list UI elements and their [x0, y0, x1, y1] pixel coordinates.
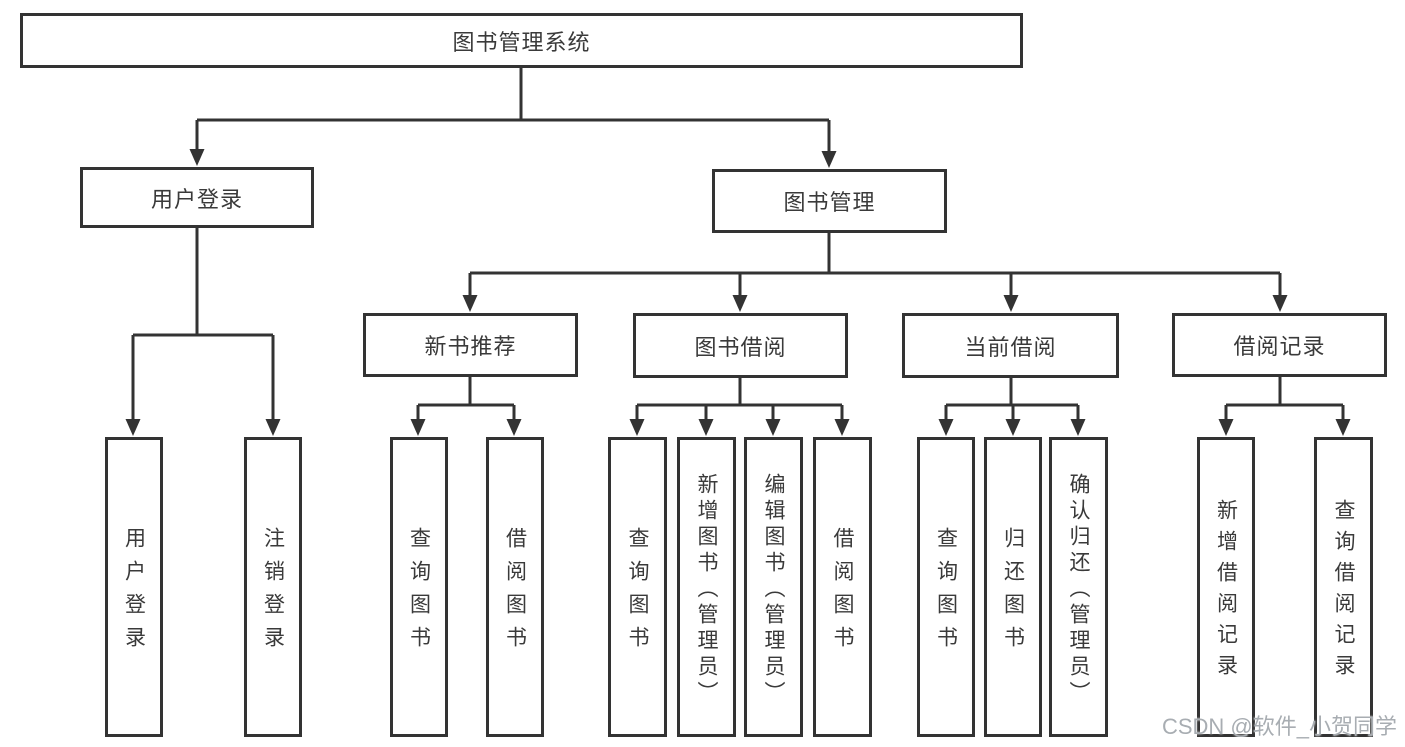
watermark-text: CSDN @软件_小贺同学 — [1161, 714, 1397, 739]
leaf-borrow-books-borrow-label: 借阅图书 — [831, 527, 854, 659]
node-root: 图书管理系统 — [20, 13, 1023, 68]
leaf-query-books-borrow-label: 查询图书 — [626, 527, 649, 659]
leaf-logout: 注销登录 — [244, 437, 302, 737]
node-borrow-records-label: 借阅记录 — [1233, 334, 1326, 359]
leaf-borrow-books-borrow: 借阅图书 — [813, 437, 872, 737]
leaf-user-login-label: 用户登录 — [122, 527, 146, 659]
leaf-logout-label: 注销登录 — [261, 527, 285, 659]
leaf-add-book-admin: 新增图书（管理员） — [677, 437, 736, 737]
leaf-return-book-label: 归还图书 — [1001, 527, 1025, 659]
node-book-management: 图书管理 — [712, 169, 947, 233]
leaf-query-books-recommend-label: 查询图书 — [407, 527, 431, 659]
leaf-edit-book-admin-label: 编辑图书（管理员） — [762, 472, 785, 707]
leaf-edit-book-admin: 编辑图书（管理员） — [744, 437, 803, 737]
node-current-borrow: 当前借阅 — [902, 313, 1119, 378]
leaf-query-borrow-record: 查询借阅记录 — [1314, 437, 1373, 737]
leaf-add-borrow-record-label: 新增借阅记录 — [1214, 499, 1238, 685]
leaf-borrow-books-recommend-label: 借阅图书 — [503, 527, 527, 659]
leaf-query-books-borrow: 查询图书 — [608, 437, 667, 737]
node-user-login: 用户登录 — [80, 167, 314, 228]
node-new-book-recommend: 新书推荐 — [363, 313, 578, 377]
node-book-borrow: 图书借阅 — [633, 313, 848, 378]
leaf-query-books-current-label: 查询图书 — [934, 527, 958, 659]
node-book-management-label: 图书管理 — [783, 190, 876, 215]
leaf-borrow-books-recommend: 借阅图书 — [486, 437, 544, 737]
leaf-return-book: 归还图书 — [984, 437, 1042, 737]
node-root-label: 图书管理系统 — [452, 29, 591, 55]
node-user-login-label: 用户登录 — [150, 186, 243, 212]
leaf-confirm-return-admin: 确认归还（管理员） — [1049, 437, 1108, 737]
leaf-add-borrow-record: 新增借阅记录 — [1197, 437, 1255, 737]
leaf-query-borrow-record-label: 查询借阅记录 — [1332, 499, 1355, 685]
leaf-query-books-current: 查询图书 — [917, 437, 975, 737]
leaf-user-login: 用户登录 — [105, 437, 163, 737]
node-book-borrow-label: 图书借阅 — [694, 334, 787, 360]
node-current-borrow-label: 当前借阅 — [964, 334, 1057, 360]
leaf-confirm-return-admin-label: 确认归还（管理员） — [1067, 472, 1090, 707]
connector-arrow-shafts — [131, 120, 1345, 421]
node-new-book-recommend-label: 新书推荐 — [424, 334, 517, 359]
connector-trunk-lines — [133, 68, 1343, 407]
leaf-query-books-recommend: 查询图书 — [390, 437, 448, 737]
leaf-add-book-admin-label: 新增图书（管理员） — [695, 472, 718, 707]
node-borrow-records: 借阅记录 — [1172, 313, 1387, 377]
